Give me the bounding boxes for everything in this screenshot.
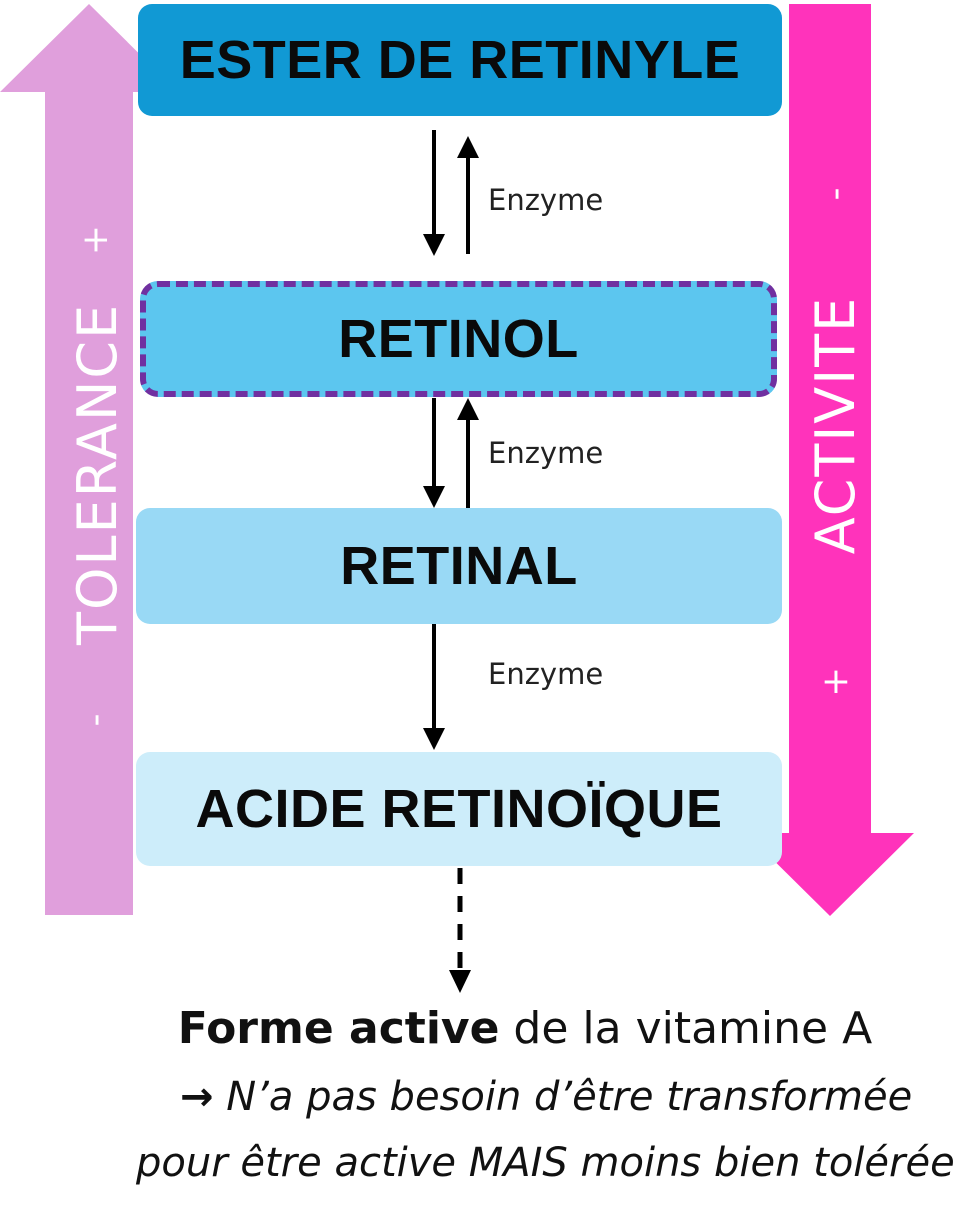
ester-to-retinol-arrow [423,130,445,256]
retinal-to-acide-arrow [423,624,445,750]
tolerance-plus-sign: + [75,224,116,256]
activite-label: ACTIVITE [804,295,867,555]
retinol-label: RETINOL [338,309,579,369]
ester-de-retinyle-label: ESTER DE RETINYLE [179,30,741,90]
acide-dashed-arrow [449,868,471,993]
tolerance-minus-sign: - [75,713,116,727]
enzyme-label-2: Enzyme [488,436,604,470]
right-arrow-icon: → [180,1074,214,1120]
footer-title-bold: Forme active [177,1003,500,1054]
activite-arrow [746,4,914,916]
tolerance-label: TOLERANCE [66,302,129,645]
acide-retinoique-box: ACIDE RETINOÏQUE [136,752,782,866]
footer-line-2: → N’a pas besoin d’être transformée [180,1074,912,1120]
enzyme-label-3: Enzyme [488,657,604,691]
enzyme-label-1: Enzyme [488,183,604,217]
footer-line-3: pour être active MAIS moins bien tolérée [136,1140,955,1186]
footer-title-rest: de la vitamine A [499,1003,873,1054]
retinol-to-retinal-arrow [423,398,445,508]
retinol-to-ester-arrow [457,136,479,254]
acide-retinoique-label: ACIDE RETINOÏQUE [195,779,723,839]
ester-de-retinyle-box: ESTER DE RETINYLE [138,4,782,116]
retinal-to-retinol-arrow [457,398,479,508]
retinal-box: RETINAL [136,508,782,624]
retinol-box: RETINOL [140,281,777,397]
retinal-label: RETINAL [340,536,578,596]
activite-plus-sign: + [820,661,852,702]
footer-title: Forme active de la vitamine A [0,1003,960,1054]
activite-minus-sign: - [815,187,856,201]
footer-line-2-text: N’a pas besoin d’être transformée [213,1074,913,1120]
tolerance-arrow [0,4,178,915]
